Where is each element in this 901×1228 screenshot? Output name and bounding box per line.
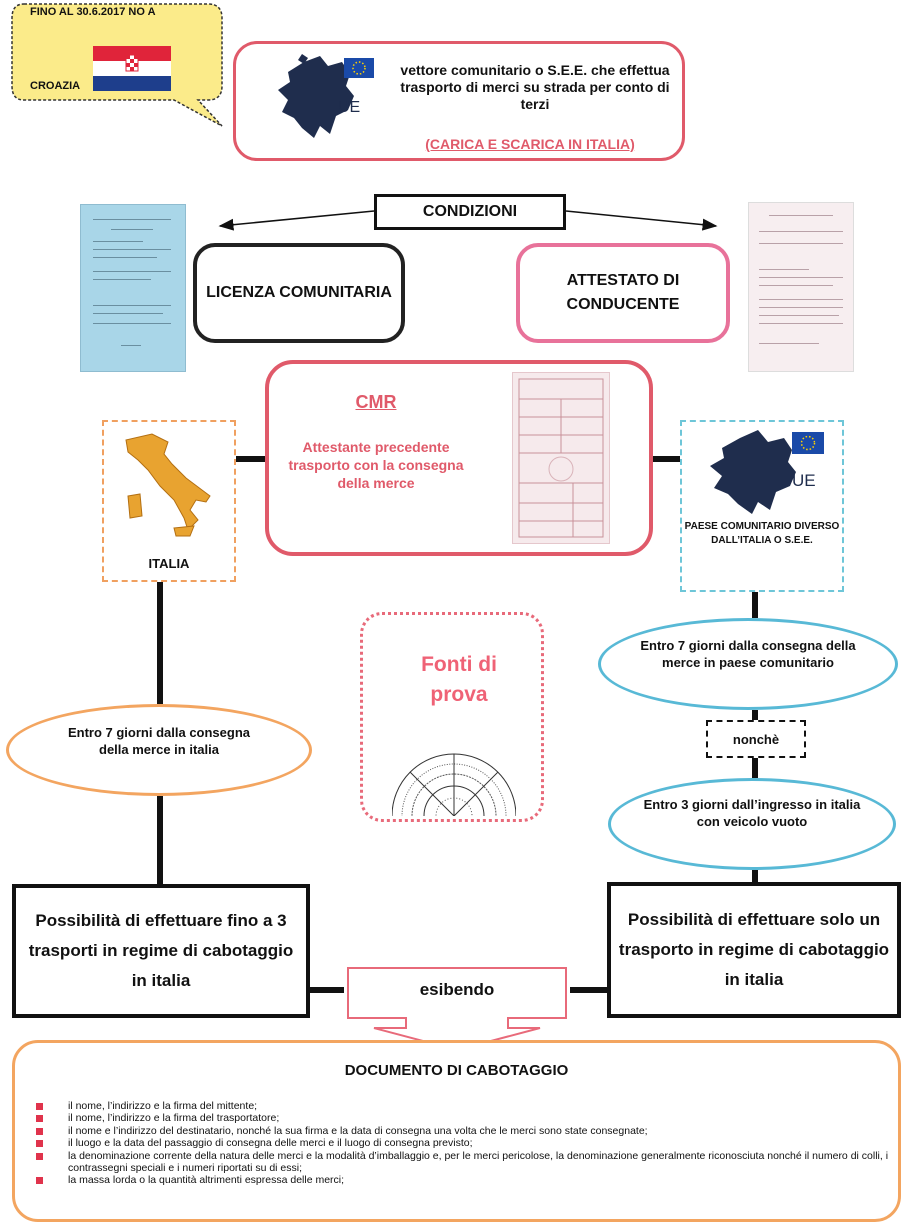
ue-label-right: UE — [792, 471, 816, 490]
evidence-sources-box — [360, 612, 544, 822]
list-item: il nome e l’indirizzo del destinatario, … — [36, 1125, 896, 1137]
cmr-description: Attestante precedente trasporto con la c… — [288, 439, 464, 491]
licence-document-image — [80, 204, 186, 372]
cabotage-requirements-list: il nome, l’indirizzo e la firma del mitt… — [36, 1100, 896, 1187]
cabotage-document-title: DOCUMENTO DI CABOTAGGIO — [344, 1062, 569, 1079]
cmr-title: CMR — [355, 392, 397, 412]
croatia-flag-icon — [93, 46, 171, 91]
italy-possibility-text: Possibilità di effettuare fino a 3 trasp… — [28, 911, 294, 990]
eu-possibility-box: Possibilità di effettuare solo un traspo… — [607, 882, 901, 1018]
italy-deadline-text: Entro 7 giorni dalla consegna della merc… — [67, 725, 251, 757]
bullet-icon — [36, 1127, 43, 1135]
eu-deadline-ellipse — [598, 618, 898, 710]
cabotage-document-box — [12, 1040, 901, 1222]
eu-possibility-text: Possibilità di effettuare solo un traspo… — [618, 910, 890, 989]
exhibit-label: esibendo — [419, 980, 495, 999]
down-arrow-icon — [347, 967, 567, 1052]
bullet-icon — [36, 1115, 43, 1123]
europe-map-icon: UE — [278, 54, 374, 138]
callout-text-country: CROAZIA — [30, 80, 81, 92]
carrier-description: vettore comunitario o S.E.E. che effettu… — [400, 62, 670, 112]
bullet-icon — [36, 1152, 43, 1160]
driver-attestation-image — [748, 202, 854, 372]
eu-country-label: PAESE COMUNITARIO DIVERSO DALL’ITALIA O … — [684, 521, 840, 546]
connector-box: nonchè — [706, 720, 806, 758]
conditions-box: CONDIZIONI — [374, 194, 566, 230]
tachograph-disc-image — [392, 753, 516, 816]
list-item: la denominazione corrente della natura d… — [36, 1150, 896, 1175]
italy-deadline-ellipse — [6, 704, 312, 796]
list-item: il nome, l’indirizzo e la firma del mitt… — [36, 1100, 896, 1112]
ue-label-top: UE — [338, 99, 360, 116]
italy-map-icon — [125, 433, 211, 537]
eu-deadline-text: Entro 7 giorni dalla consegna della merc… — [640, 638, 856, 670]
bullet-icon — [36, 1103, 43, 1110]
empty-vehicle-deadline-text: Entro 3 giorni dall’ingresso in italia c… — [643, 797, 861, 829]
community-licence-label: LICENZA COMUNITARIA — [206, 284, 392, 301]
driver-attestation-label: ATTESTATO DI CONDUCENTE — [566, 272, 680, 313]
italy-possibility-box: Possibilità di effettuare fino a 3 trasp… — [12, 884, 310, 1018]
italy-label: ITALIA — [148, 556, 190, 571]
driver-attestation-box: ATTESTATO DI CONDUCENTE — [516, 243, 730, 343]
europe-map-icon: UE — [710, 430, 824, 514]
evidence-sources-label: Fonti di prova — [421, 653, 497, 706]
community-licence-box: LICENZA COMUNITARIA — [193, 243, 405, 343]
empty-vehicle-deadline-ellipse — [608, 778, 896, 870]
list-item: la massa lorda o la quantità altrimenti … — [36, 1174, 896, 1186]
carrier-box — [233, 41, 685, 161]
bullet-icon — [36, 1177, 43, 1185]
carrier-subtitle: (CARICA E SCARICA IN ITALIA) — [425, 136, 635, 152]
cmr-document-image — [512, 372, 610, 544]
list-item: il nome, l’indirizzo e la firma del tras… — [36, 1112, 896, 1124]
connector-label: nonchè — [732, 731, 780, 747]
bullet-icon — [36, 1140, 43, 1148]
italy-box — [102, 420, 236, 582]
conditions-label: CONDIZIONI — [422, 203, 518, 220]
callout-text-top: FINO AL 30.6.2017 NO A — [30, 6, 156, 18]
list-item: il luogo e la data del passaggio di cons… — [36, 1137, 896, 1149]
